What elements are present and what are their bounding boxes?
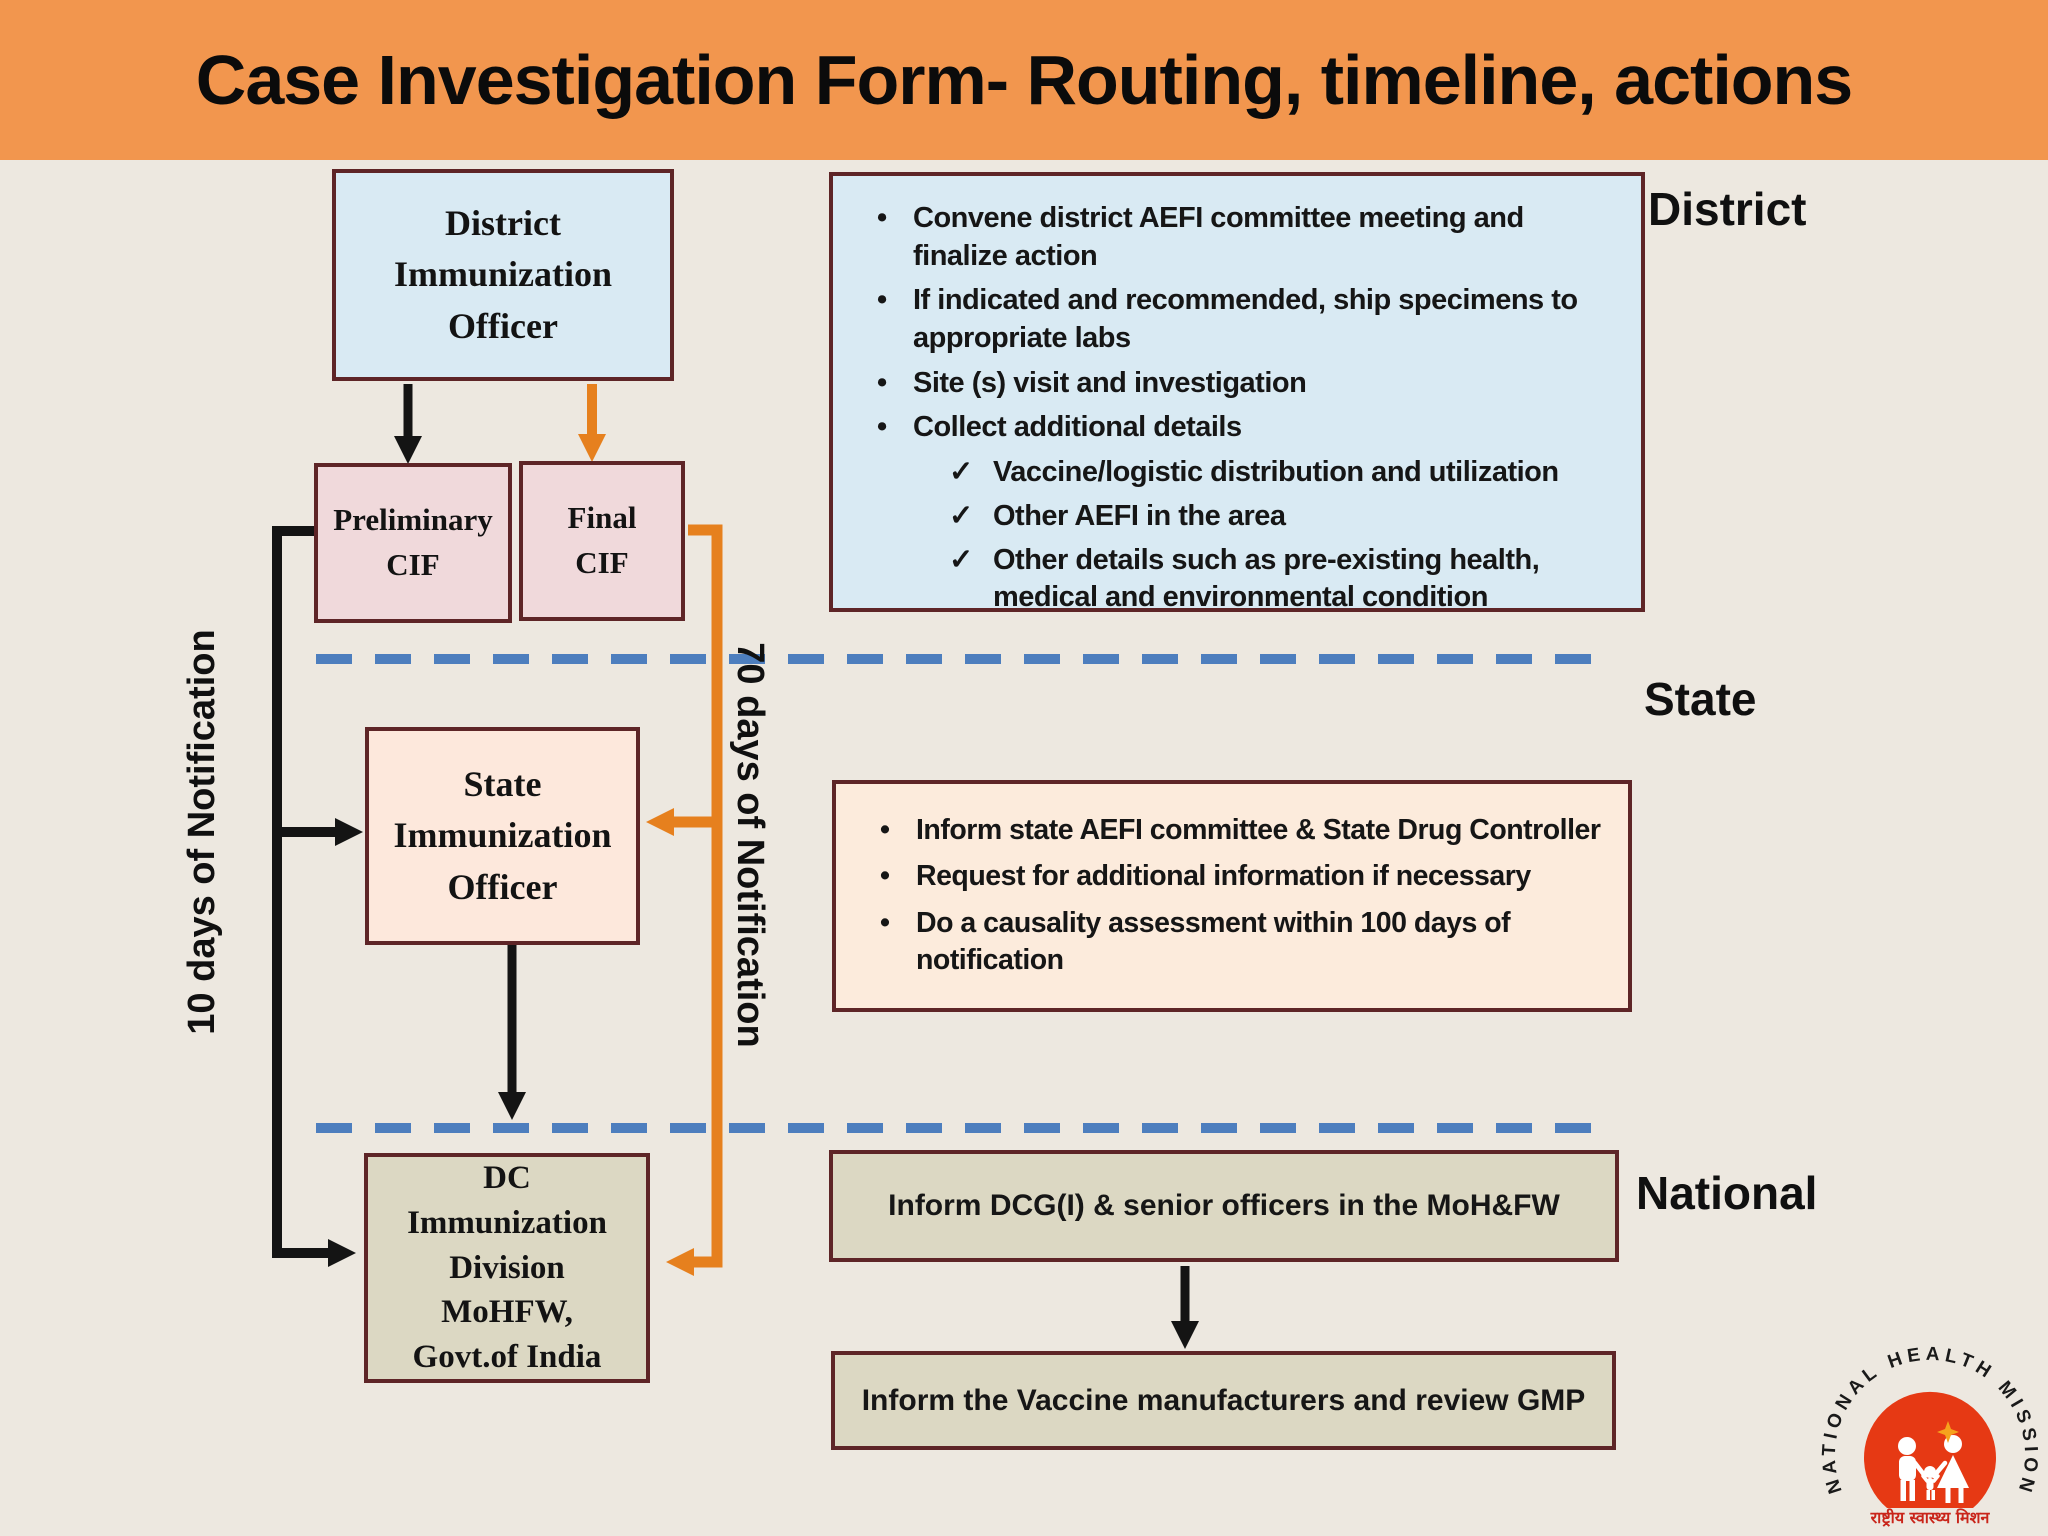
family-figures-icon — [1898, 1435, 1969, 1503]
list-item: • Collect additional details — [857, 409, 1625, 447]
arrow-final-to-dc — [666, 524, 723, 1276]
list-item: • Inform state AEFI committee & State Dr… — [860, 812, 1616, 849]
list-item: • Do a causality assessment within 100 d… — [860, 905, 1616, 979]
bullet-icon: • — [880, 860, 890, 893]
node-state-immunization-officer: State Immunization Officer — [365, 727, 640, 945]
bullet-icon: • — [880, 906, 890, 939]
node-label: State Immunization Officer — [393, 764, 612, 907]
national-inform-manufacturers-box: Inform the Vaccine manufacturers and rev… — [831, 1351, 1616, 1450]
list-item-check: ✓ Other AEFI in the area — [949, 498, 1625, 536]
list-item: • If indicated and recommended, ship spe… — [857, 282, 1625, 357]
list-item: • Convene district AEFI committee meetin… — [857, 200, 1625, 275]
tier-label-national: National — [1636, 1167, 1818, 1219]
state-actions-panel: • Inform state AEFI committee & State Dr… — [832, 780, 1632, 1012]
node-label: Preliminary CIF — [333, 502, 493, 582]
title-banner: Case Investigation Form- Routing, timeli… — [0, 0, 2048, 160]
tier-label-state: State — [1644, 673, 1757, 725]
list-item: • Request for additional information if … — [860, 858, 1616, 895]
node-label: DC Immunization Division MoHFW, Govt.of … — [407, 1159, 607, 1376]
node-dc-immunization-division: DC Immunization Division MoHFW, Govt.of … — [364, 1153, 650, 1383]
bullet-icon: • — [880, 814, 890, 847]
timeline-label-70-days: 70 days of Notification — [729, 642, 771, 1048]
district-actions-panel: • Convene district AEFI committee meetin… — [829, 172, 1645, 613]
node-label: District Immunization Officer — [393, 203, 613, 346]
page-title: Case Investigation Form- Routing, timeli… — [195, 41, 1853, 119]
timeline-label-10-days: 10 days of Notification — [181, 629, 223, 1035]
tier-label-district: District — [1648, 183, 1807, 235]
list-item-check: ✓ Vaccine/logistic distribution and util… — [949, 454, 1625, 492]
bullet-icon: • — [877, 202, 887, 234]
node-final-cif: Final CIF — [519, 461, 685, 621]
list-item-check: ✓ Other details such as pre-existing hea… — [949, 542, 1625, 617]
bullet-icon: • — [877, 284, 887, 317]
check-icon: ✓ — [949, 543, 973, 576]
sun-icon — [1937, 1421, 1959, 1443]
node-label: Final CIF — [567, 500, 637, 580]
list-item: • Site (s) visit and investigation — [857, 365, 1625, 403]
node-district-immunization-officer: District Immunization Officer — [332, 169, 674, 381]
national-inform-dcg-box: Inform DCG(I) & senior officers in the M… — [829, 1150, 1619, 1262]
check-icon: ✓ — [949, 499, 973, 532]
bullet-icon: • — [877, 366, 887, 399]
logo-hindi-label: राष्ट्रीय स्वास्थ्य मिशन — [1870, 1508, 1991, 1527]
check-icon: ✓ — [949, 456, 973, 489]
arrow-preliminary-to-dc — [272, 526, 356, 1267]
bullet-icon: • — [877, 411, 887, 444]
nhm-logo: NATIONAL HEALTH MISSION राष्ट्रीय स्वास्… — [1819, 1344, 2039, 1527]
node-preliminary-cif: Preliminary CIF — [314, 463, 512, 623]
